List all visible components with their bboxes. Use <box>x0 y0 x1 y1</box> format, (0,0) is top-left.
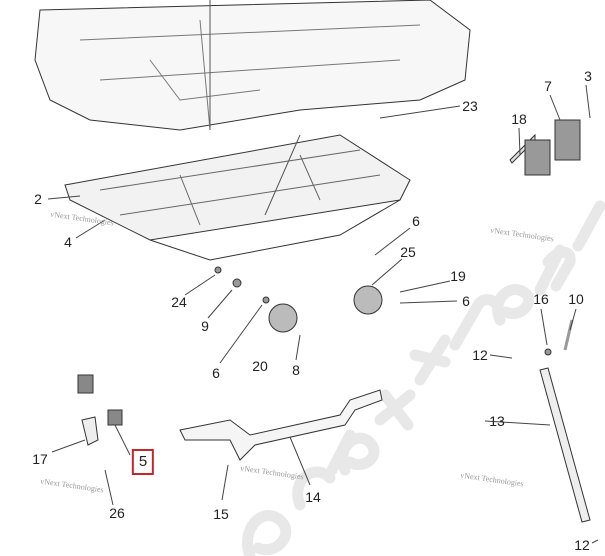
leader-lines <box>47 84 599 544</box>
clamp <box>81 416 99 446</box>
callout-15[interactable]: 15 <box>213 506 229 522</box>
callout-24[interactable]: 24 <box>171 294 187 310</box>
callout-20[interactable]: 20 <box>252 358 268 374</box>
callout-10[interactable]: 10 <box>568 291 584 307</box>
callout-2[interactable]: 2 <box>34 191 42 207</box>
callout-4[interactable]: 4 <box>64 234 72 250</box>
fastener <box>232 278 242 288</box>
latch-assembly <box>353 285 383 315</box>
callout-23[interactable]: 23 <box>462 98 478 114</box>
callout-14[interactable]: 14 <box>305 489 321 505</box>
callout-6[interactable]: 6 <box>212 365 220 381</box>
callout-19[interactable]: 19 <box>450 268 466 284</box>
fastener <box>214 266 222 274</box>
frame-detail <box>99 149 381 226</box>
body-tub <box>34 0 471 131</box>
body-tub-detail <box>79 19 421 131</box>
support-rod <box>264 134 301 216</box>
callout-8[interactable]: 8 <box>292 362 300 378</box>
fastener <box>262 296 270 304</box>
pin <box>563 319 574 351</box>
watermark-main <box>242 200 605 556</box>
callout-16[interactable]: 16 <box>533 291 549 307</box>
latch-assembly <box>268 303 298 333</box>
callout-12[interactable]: 12 <box>472 347 488 363</box>
callout-6[interactable]: 6 <box>412 213 420 229</box>
callout-13[interactable]: 13 <box>489 413 505 429</box>
callout-17[interactable]: 17 <box>32 451 48 467</box>
callout-3[interactable]: 3 <box>584 68 592 84</box>
callout-18[interactable]: 18 <box>511 111 527 127</box>
bushing <box>77 374 94 394</box>
gas-strut <box>539 367 591 523</box>
frame-underside <box>149 199 401 261</box>
crossmember <box>179 389 383 461</box>
bushing <box>107 409 123 426</box>
callout-9[interactable]: 9 <box>201 318 209 334</box>
fastener <box>544 348 552 356</box>
callout-7[interactable]: 7 <box>544 78 552 94</box>
callout-5-highlighted[interactable]: 5 <box>131 449 155 475</box>
callout-6[interactable]: 6 <box>462 293 470 309</box>
bracket <box>554 119 581 161</box>
callout-26[interactable]: 26 <box>109 505 125 521</box>
bracket <box>524 139 551 176</box>
callout-25[interactable]: 25 <box>400 244 416 260</box>
callout-12[interactable]: 12 <box>574 537 590 553</box>
